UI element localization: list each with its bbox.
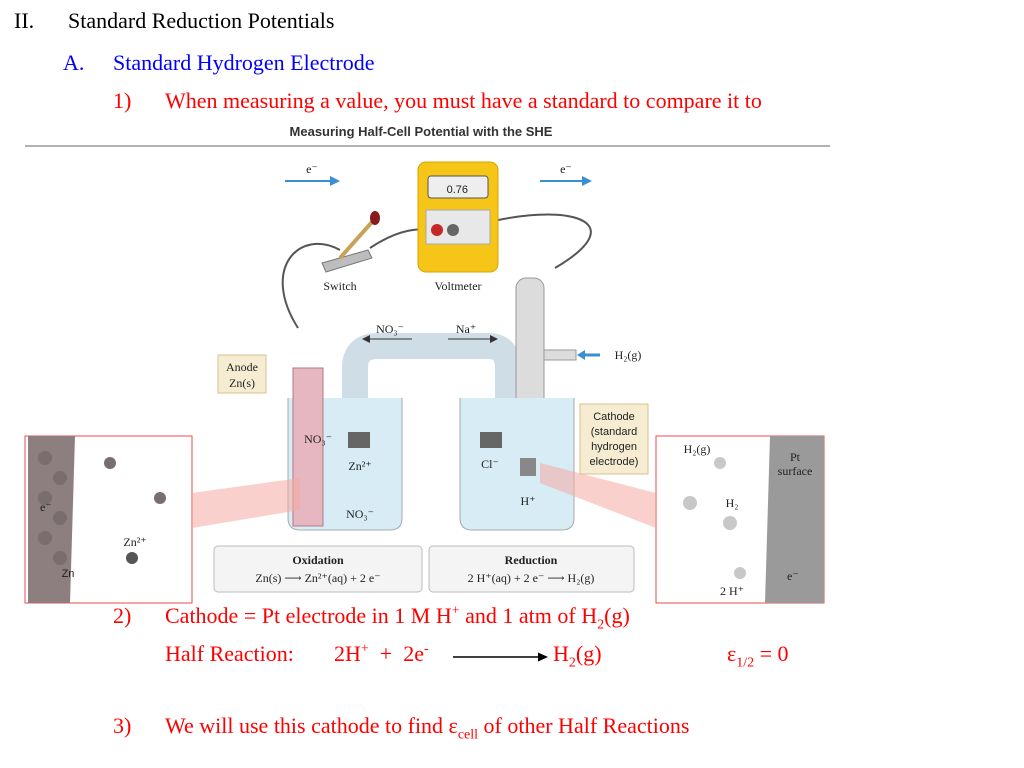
h2-label-zoom: H₂ [726, 496, 739, 510]
section-number: II. [14, 8, 35, 33]
switch-label: Switch [323, 279, 356, 293]
platinum-electrode [520, 458, 536, 476]
item-1-text: When measuring a value, you must have a … [165, 88, 762, 113]
anode-zoom-panel: e⁻ Zn²⁺ Zn [24, 435, 193, 604]
oxidation-equation: Zn(s) ⟶ Zn²⁺(aq) + 2 e⁻ [255, 571, 380, 585]
reduction-title: Reduction [505, 553, 558, 567]
lhs-2h-sup: + [360, 641, 369, 657]
no3-label-top: NO₃⁻ [376, 322, 404, 336]
half-reaction-label: Half Reaction: [165, 641, 294, 666]
cathode-callout [579, 403, 649, 475]
zn2-label-zoom: Zn²⁺ [123, 535, 146, 549]
wire-left [281, 242, 341, 329]
h2-inlet-label: H₂(g) [615, 348, 642, 362]
reduction-equation: 2 H⁺(aq) + 2 e⁻ ⟶ H₂(g) [468, 571, 595, 585]
hplus-label: H⁺ [521, 494, 536, 508]
voltmeter-label: Voltmeter [434, 279, 481, 293]
cathode-label-2: hydrogen [591, 441, 637, 453]
zn2-label: Zn²⁺ [348, 459, 371, 473]
item-2-text-post: (g) [604, 603, 630, 628]
item-2-number: 2) [113, 603, 132, 628]
item-2-hplus-sup: + [451, 603, 460, 619]
subsection-title: Standard Hydrogen Electrode [113, 50, 375, 75]
half-reaction-potential: ε1/2 = 0 [727, 641, 789, 671]
lhs-plus: + [379, 641, 393, 666]
epsilon-sub: 1/2 [736, 655, 755, 671]
half-reaction-product: H2(g) [553, 641, 602, 671]
cl-label: Cl⁻ [481, 457, 499, 471]
item-3-text-pre: We will use this cathode to find ε [165, 713, 458, 738]
half-reaction-lhs: 2H+ + 2e- [334, 641, 429, 667]
product-h2-sub: 2 [568, 655, 576, 671]
cathode-zoom-beam [540, 463, 656, 528]
item-3-text: We will use this cathode to find εcell o… [165, 713, 689, 743]
h2g-label-zoom: H₂(g) [684, 442, 711, 456]
electron-arrow-right: e⁻ [540, 162, 592, 186]
electron-label-left: e⁻ [306, 162, 318, 176]
item-1-number: 1) [113, 88, 132, 113]
voltmeter: 0.76 [417, 161, 499, 273]
salt-bridge [342, 333, 521, 418]
no3-label-anode-bottom: NO₃⁻ [346, 507, 374, 521]
item-2-text: Cathode = Pt electrode in 1 M H+ and 1 a… [165, 603, 630, 633]
lhs-2h: 2H [334, 641, 361, 666]
cathode-zoom-panel: H₂(g) Pt surface H₂ 2 H⁺ e⁻ [655, 435, 825, 604]
cl-ion-block [480, 432, 502, 448]
no3-label-anode-top: NO₃⁻ [304, 432, 332, 446]
reaction-arrow [453, 652, 548, 662]
anode-zoom-beam [192, 478, 300, 528]
subsection-letter: A. [63, 50, 85, 75]
ion-arrow-na: Na⁺ [448, 322, 498, 343]
electron-label-zoom-left: e⁻ [40, 500, 52, 514]
zn-label-zoom: Zn [62, 568, 75, 580]
electron-arrow-left: e⁻ [285, 162, 340, 186]
surface-label: surface [778, 464, 813, 478]
oxidation-box [213, 545, 423, 593]
na-label: Na⁺ [456, 322, 476, 336]
cathode-label-0: Cathode [593, 411, 635, 423]
section-title: Standard Reduction Potentials [68, 8, 335, 33]
item-2-h2-sub: 2 [597, 617, 605, 633]
she-diagram: Measuring Half-Cell Potential with the S… [24, 124, 830, 604]
potential-value: = 0 [759, 641, 789, 666]
lhs-2e-sup: - [423, 641, 429, 657]
electron-label-zoom-right: e⁻ [787, 569, 799, 583]
ion-arrow-no3: NO₃⁻ [362, 322, 412, 343]
section-heading: II. Standard Reduction Potentials [14, 8, 334, 34]
item-3-number: 3) [113, 713, 132, 738]
cathode-beaker [459, 398, 575, 531]
pt-label: Pt [790, 450, 801, 464]
figure-title: Measuring Half-Cell Potential with the S… [290, 124, 553, 139]
product-g: (g) [575, 641, 602, 666]
electron-label-right: e⁻ [560, 162, 572, 176]
item-3-cell-sub: cell [457, 727, 479, 743]
cathode-label-3: electrode) [590, 456, 639, 468]
epsilon-symbol: ε [727, 641, 737, 666]
half-reaction: Half Reaction: 2H+ + 2e- H2(g) ε1/2 = 0 [165, 641, 789, 670]
item-1: 1) When measuring a value, you must have… [113, 88, 762, 114]
anode-callout [217, 354, 267, 394]
item-3-text-post: of other Half Reactions [478, 713, 690, 738]
item-2: 2) Cathode = Pt electrode in 1 M H+ and … [113, 603, 630, 632]
voltmeter-reading: 0.76 [447, 184, 468, 196]
reduction-box [428, 545, 635, 593]
cathode-label-1: (standard [591, 426, 637, 438]
h2-inlet-arrow: H₂(g) [577, 348, 641, 362]
item-3: 3) We will use this cathode to find εcel… [113, 713, 689, 742]
lhs-2e: 2e [403, 641, 424, 666]
subsection-heading: A. Standard Hydrogen Electrode [63, 50, 374, 76]
oxidation-title: Oxidation [292, 553, 344, 567]
anode-label: Anode [226, 360, 258, 374]
zn-ion-block [348, 432, 370, 448]
two-h-label-zoom: 2 H⁺ [720, 584, 744, 598]
switch [321, 211, 380, 273]
item-2-text-mid: and 1 atm of H [459, 603, 598, 628]
product-h: H [553, 641, 569, 666]
item-2-text-pre: Cathode = Pt electrode in 1 M H [165, 603, 452, 628]
anode-material-label: Zn(s) [229, 376, 255, 390]
